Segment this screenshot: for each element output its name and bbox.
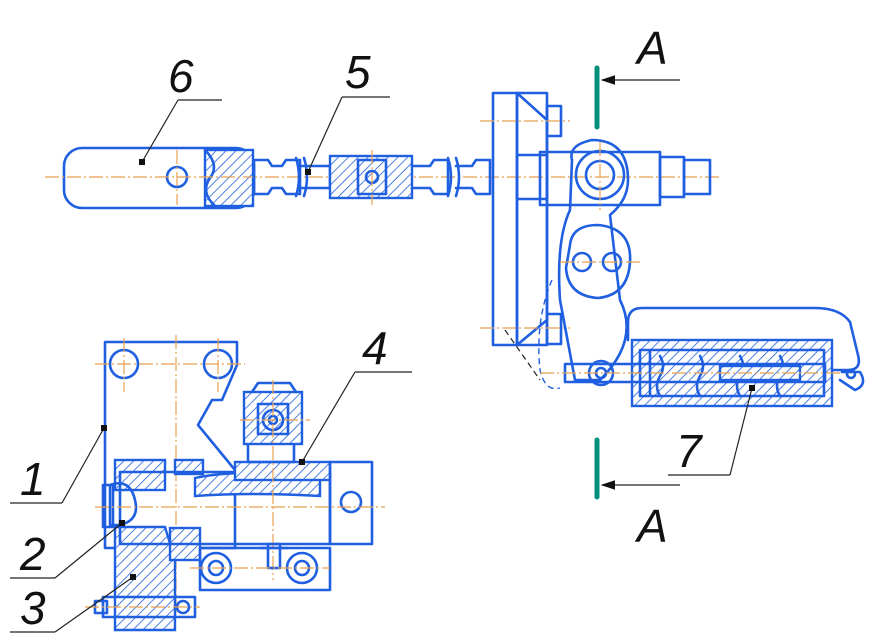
section-mark-top: A bbox=[594, 22, 680, 130]
callout-1: 1 bbox=[10, 425, 107, 505]
label-5: 5 bbox=[345, 46, 371, 98]
clamp-arm bbox=[515, 138, 712, 390]
callout-2: 2 bbox=[10, 520, 125, 580]
callout-7: 7 bbox=[668, 385, 755, 477]
label-4: 4 bbox=[362, 322, 388, 374]
shaft-part-4 bbox=[95, 380, 385, 592]
label-2: 2 bbox=[19, 528, 46, 580]
callout-3: 3 bbox=[10, 574, 136, 634]
label-3: 3 bbox=[20, 582, 46, 634]
label-1: 1 bbox=[20, 453, 46, 505]
callout-6: 6 bbox=[139, 50, 222, 165]
section-letter-bottom: A bbox=[634, 500, 668, 552]
block-part-3 bbox=[85, 525, 202, 632]
callout-5: 5 bbox=[305, 46, 390, 175]
label-7: 7 bbox=[676, 425, 703, 477]
rod-part-5 bbox=[252, 150, 492, 205]
callout-4: 4 bbox=[299, 322, 412, 465]
section-mark-bottom: A bbox=[594, 437, 680, 552]
clamp-plate bbox=[480, 91, 570, 381]
stop-part-2 bbox=[101, 458, 205, 529]
section-letter-top: A bbox=[634, 22, 668, 74]
cylinder-part-7 bbox=[540, 306, 865, 408]
label-6: 6 bbox=[168, 50, 194, 102]
